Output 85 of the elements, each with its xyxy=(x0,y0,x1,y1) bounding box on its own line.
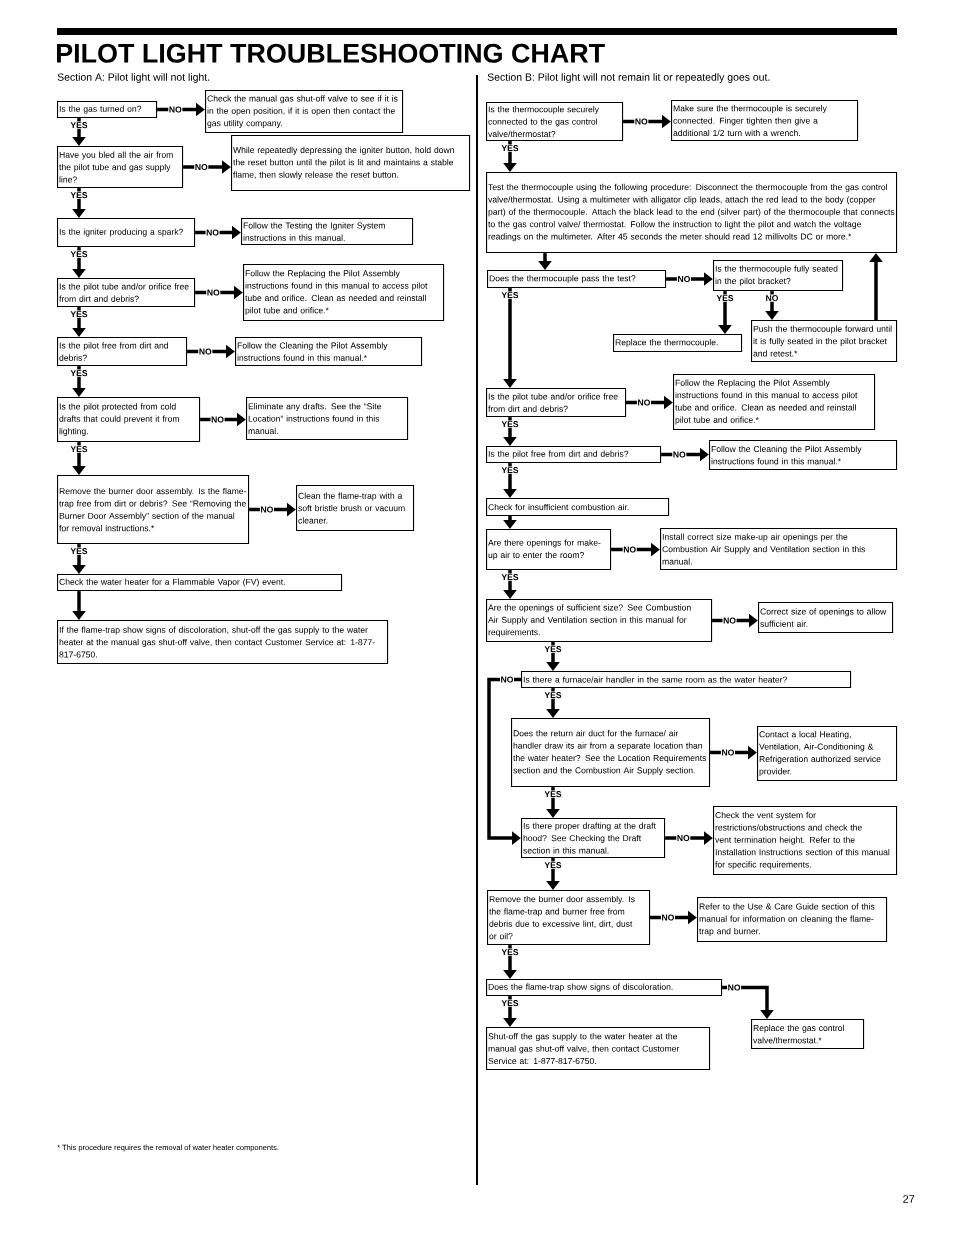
action-box: Follow the Cleaning the Pilot Assembly instructions found in this manual.* xyxy=(235,337,423,367)
edge-label: YES xyxy=(500,466,520,474)
edge-label: NO xyxy=(764,294,779,302)
edge-label: NO xyxy=(198,347,213,356)
action-box: Shut-off the gas supply to the water heater at the manual gas shut-off valve, then contact Customer Service at: 1-877-817-6750. xyxy=(486,1027,711,1071)
action-box: Push the thermocouple forward until it is fully seated in the pilot bracket and retest.* xyxy=(751,320,898,363)
edge-label: YES xyxy=(69,547,89,555)
action-box: Replace the thermocouple. xyxy=(613,334,743,353)
edge-label: NO xyxy=(676,275,691,283)
edge-label: YES xyxy=(543,790,563,798)
edge-label: NO xyxy=(720,748,735,757)
action-box: Replace the gas control valve/thermostat.* xyxy=(751,1019,865,1050)
title: PILOT LIGHT TROUBLESHOOTING CHART xyxy=(57,43,605,63)
action-box: While repeatedly depressing the igniter button, hold down the reset button until the pilot is lit and maintains a stable flame, then slowly release the reset button. xyxy=(231,135,471,192)
edge-label: NO xyxy=(168,105,183,114)
edge-label: YES xyxy=(543,645,563,653)
edge-label: YES xyxy=(69,250,89,258)
edge-label: NO xyxy=(634,117,649,126)
question-box: Are the openings of sufficient size? See Combustion Air Supply and Ventilation section in this manual for requirements. xyxy=(486,599,713,643)
question-box: Remove the burner door assembly. Is the flame-trap and burner free from debris due to excessive lint, dirt, dust or oil? xyxy=(487,890,651,946)
question-box: Is there a furnace/air handler in the same room as the water heater? xyxy=(521,671,852,689)
action-box: Correct size of openings to allow sufficient air. xyxy=(758,602,894,634)
question-box: Does the return air duct for the furnace/ air handler draw its air from a separate location than the water heater? See the Location Requirements section and the Combustion Air Supply section. xyxy=(511,718,711,788)
action-box: Clean the flame-trap with a soft bristle brush or vacuum cleaner. xyxy=(296,485,415,532)
page-number: 27 xyxy=(903,1195,915,1203)
section-heading: Section A: Pilot light will not light. xyxy=(57,73,210,83)
action-box: Check the water heater for a Flammable Vapor (FV) event. xyxy=(57,574,343,592)
action-box: Follow the Replacing the Pilot Assembly instructions found in this manual to access pilot tube and orifice. Clean as needed and reinstall pilot tube and orifice.* xyxy=(243,264,445,322)
edge-label: NO xyxy=(622,545,637,554)
action-box: Check the manual gas shut-off valve to see if it is in the open position, if it is open then contact the gas utility company. xyxy=(205,90,404,134)
question-box: Is the pilot tube and/or orifice free from dirt and debris? xyxy=(57,278,196,308)
question-box: Is the thermocouple fully seated in the pilot bracket? xyxy=(713,260,844,292)
question-box: Are there openings for make-up air to enter the room? xyxy=(486,529,612,571)
edge-label: YES xyxy=(69,369,89,377)
question-box: Is the pilot free from dirt and debris? xyxy=(486,446,662,464)
question-box: Does the flame-trap show signs of discoloration. xyxy=(486,979,723,997)
question-box: Is the thermocouple securely connected to the gas control valve/thermostat? xyxy=(486,102,624,142)
question-box: Is the pilot protected from cold drafts that could prevent it from lighting. xyxy=(57,397,201,443)
question-box: Is the igniter producing a spark? xyxy=(57,218,196,248)
arrow xyxy=(722,985,774,1019)
edge-label: YES xyxy=(715,294,735,302)
edge-label: NO xyxy=(499,675,514,684)
edge-label: YES xyxy=(69,445,89,453)
edge-label: YES xyxy=(500,573,520,581)
edge-label: YES xyxy=(69,310,89,318)
edge-label: NO xyxy=(206,288,221,297)
edge-label: NO xyxy=(660,913,675,922)
question-box: Have you bled all the air from the pilot tube and gas supply line? xyxy=(57,146,184,189)
action-box: Test the thermocouple using the following procedure: Disconnect the thermocouple from the gas control valve/thermostat. Using a multimeter with alligator clip leads, attach the red lead to the body (copper part) of the thermocouple. Attach the black lead to the end (silver part) of the thermocouple that connects to the gas control valve/ thermostat. Follow the instruction to light the pilot and watch the voltage readings on the multimeter. After 45 seconds the meter should read 12 millivolts DC or more.* xyxy=(486,172,898,254)
edge-label: NO xyxy=(259,505,274,514)
edge-label: NO xyxy=(194,163,209,171)
edge-label: NO xyxy=(727,983,742,992)
question-box: Is the gas turned on? xyxy=(57,101,158,119)
question-box: Does the thermocouple pass the test? xyxy=(487,270,667,289)
edge-label: NO xyxy=(210,415,225,424)
action-box: Install correct size make-up air openings per the Combustion Air Supply and Ventilation section in this manual. xyxy=(660,528,898,571)
action-box: Follow the Cleaning the Pilot Assembly instructions found in this manual.* xyxy=(709,440,898,471)
edge-label: YES xyxy=(543,691,563,699)
action-box: Eliminate any drafts. See the “Site Location” instructions found in this manual. xyxy=(246,397,409,441)
edge-label: YES xyxy=(500,291,520,299)
action-box: Follow the Testing the Igniter System instructions in this manual. xyxy=(241,218,414,246)
action-box: Check the vent system for restrictions/obstructions and check the vent termination height. Refer to the Installation Instructions section of this manual for specific requirements. xyxy=(713,806,898,876)
edge-label: NO xyxy=(722,616,737,625)
action-box: Follow the Replacing the Pilot Assembly instructions found in this manual to access pilot tube and orifice. Clean as needed and reinstall pilot tube and orifice.* xyxy=(673,374,876,431)
edge-label: NO xyxy=(205,228,220,237)
edge-label: YES xyxy=(69,121,89,129)
question-box: Is the pilot tube and/or orifice free from dirt and debris? xyxy=(486,388,627,418)
question-box: Is the pilot free from dirt and debris? xyxy=(57,337,188,367)
action-box: Contact a local Heating, Ventilation, Air-Conditioning & Refrigeration authorized service provider. xyxy=(757,726,898,782)
edge-label: YES xyxy=(500,420,520,428)
question-box: Is there proper drafting at the draft hood? See Checking the Draft section in this manual. xyxy=(521,818,666,859)
action-box: Refer to the Use & Care Guide section of this manual for information on cleaning the flame-trap and burner. xyxy=(697,897,888,943)
section-heading: Section B: Pilot light will not remain lit or repeatedly goes out. xyxy=(487,73,770,83)
edge-label: NO xyxy=(676,834,691,842)
edge-label: YES xyxy=(500,948,520,956)
edge-label: YES xyxy=(543,861,563,869)
edge-label: NO xyxy=(636,398,651,407)
edge-label: NO xyxy=(672,450,687,459)
question-box: Remove the burner door assembly. Is the flame-trap free from dirt or debris? See “Removing the Burner Door Assembly” section of the manual for removal instructions.* xyxy=(57,475,250,545)
action-box: Check for insufficient combustion air. xyxy=(486,498,670,517)
edge-label: YES xyxy=(500,144,520,152)
edge-label: YES xyxy=(500,999,520,1007)
edge-label: YES xyxy=(69,191,89,199)
action-box: Make sure the thermocouple is securely connected. Finger tighten then give a additional 1/2 turn with a wrench. xyxy=(671,100,859,142)
action-box: If the flame-trap show signs of discoloration, shut-off the gas supply to the water heater at the manual gas shut-off valve, then contact Customer Service at: 1-877-817-6750. xyxy=(57,620,389,665)
